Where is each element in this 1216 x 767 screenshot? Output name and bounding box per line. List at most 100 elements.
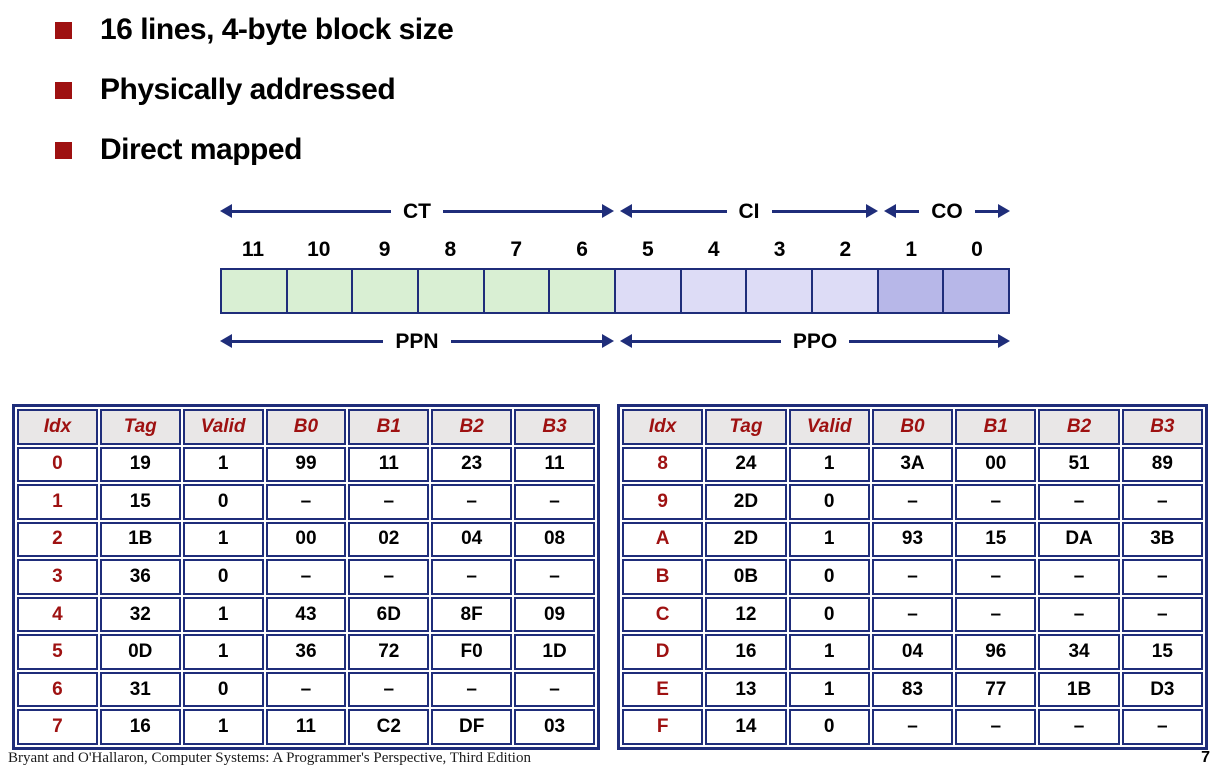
idx-cell: C	[622, 596, 704, 633]
column-header-b0: B0	[265, 409, 347, 445]
value-cell: 43	[265, 596, 347, 633]
value-cell: 1	[182, 709, 264, 745]
bit-label-1: 1	[905, 238, 918, 261]
address-bit-cell-9	[351, 270, 418, 312]
co-label: CO	[931, 199, 963, 223]
value-cell: 0	[788, 559, 870, 595]
value-cell: 6D	[348, 596, 430, 633]
bit-label-9: 9	[378, 238, 391, 261]
value-cell: –	[1038, 596, 1120, 633]
address-bit-cell-6	[548, 270, 615, 312]
value-cell: 93	[871, 521, 954, 558]
bit-label-8: 8	[444, 238, 457, 261]
idx-cell: 2	[17, 521, 98, 558]
idx-cell: 9	[622, 484, 704, 520]
value-cell: –	[265, 484, 347, 520]
value-cell: 3A	[871, 446, 954, 483]
address-bit-cell-2	[811, 270, 877, 312]
value-cell: 99	[265, 446, 347, 483]
column-header-b2: B2	[431, 409, 513, 445]
value-cell: –	[1121, 484, 1203, 520]
value-cell: –	[1121, 709, 1203, 745]
value-cell: 1B	[1038, 671, 1120, 708]
column-header-valid: Valid	[788, 409, 870, 445]
value-cell: 8F	[431, 596, 513, 633]
value-cell: 0	[182, 671, 264, 708]
footer-attribution: Bryant and O'Hallaron, Computer Systems:…	[8, 750, 531, 766]
value-cell: 0D	[99, 634, 181, 670]
value-cell: F0	[431, 634, 513, 670]
address-bit-cells	[220, 268, 1010, 314]
ci-arrow: CI	[620, 198, 878, 224]
value-cell: 2D	[705, 484, 787, 520]
value-cell: 09	[514, 596, 595, 633]
value-cell: 04	[871, 634, 954, 670]
column-header-tag: Tag	[99, 409, 181, 445]
idx-cell: E	[622, 671, 704, 708]
value-cell: 08	[514, 521, 595, 558]
value-cell: –	[348, 484, 430, 520]
value-cell: 32	[99, 596, 181, 633]
ppn-label: PPN	[395, 329, 439, 353]
value-cell: –	[871, 709, 954, 745]
address-bit-cell-0	[942, 270, 1009, 312]
value-cell: –	[1038, 484, 1120, 520]
idx-cell: 0	[17, 446, 98, 483]
value-cell: 1B	[99, 521, 181, 558]
bullet-item-2: Direct mapped	[55, 120, 453, 180]
value-cell: –	[1038, 559, 1120, 595]
ci-label: CI	[738, 199, 760, 223]
bullet-square-icon	[55, 81, 72, 99]
column-header-b0: B0	[871, 409, 954, 445]
value-cell: 15	[1121, 634, 1203, 670]
address-bit-cell-3	[745, 270, 812, 312]
value-cell: –	[955, 559, 1037, 595]
value-cell: –	[871, 559, 954, 595]
idx-cell: 4	[17, 596, 98, 633]
value-cell: 0	[788, 709, 870, 745]
value-cell: –	[514, 559, 595, 595]
value-cell: 0B	[705, 559, 787, 595]
bit-label-4: 4	[707, 238, 720, 261]
arrow-right-icon	[998, 334, 1011, 348]
value-cell: DF	[431, 709, 513, 745]
column-header-b3: B3	[514, 409, 595, 445]
value-cell: 2D	[705, 521, 787, 558]
ppo-arrow: PPO	[620, 328, 1011, 354]
idx-cell: B	[622, 559, 704, 595]
bullet-label: 16 lines, 4-byte block size	[100, 13, 454, 46]
value-cell: 34	[1038, 634, 1120, 670]
arrow-left-icon	[620, 334, 632, 348]
co-arrow: CO	[884, 198, 1010, 224]
bit-label-5: 5	[642, 238, 654, 261]
value-cell: 15	[99, 484, 181, 520]
tag-index-offset-arrow-row: CT CI CO	[220, 198, 1010, 224]
value-cell: –	[431, 484, 513, 520]
arrow-left-icon	[884, 204, 896, 218]
value-cell: –	[871, 596, 954, 633]
value-cell: –	[348, 559, 430, 595]
idx-cell: 1	[17, 484, 98, 520]
value-cell: 0	[182, 559, 264, 595]
idx-cell: 6	[17, 671, 98, 708]
value-cell: 1D	[514, 634, 595, 670]
value-cell: –	[431, 559, 513, 595]
arrow-right-icon	[602, 334, 614, 348]
bullet-label: Direct mapped	[100, 133, 302, 166]
column-header-b2: B2	[1038, 409, 1120, 445]
idx-cell: 8	[622, 446, 704, 483]
value-cell: DA	[1038, 521, 1120, 558]
value-cell: 03	[514, 709, 595, 745]
value-cell: 1	[788, 671, 870, 708]
column-header-b1: B1	[955, 409, 1037, 445]
bullet-square-icon	[55, 21, 72, 39]
